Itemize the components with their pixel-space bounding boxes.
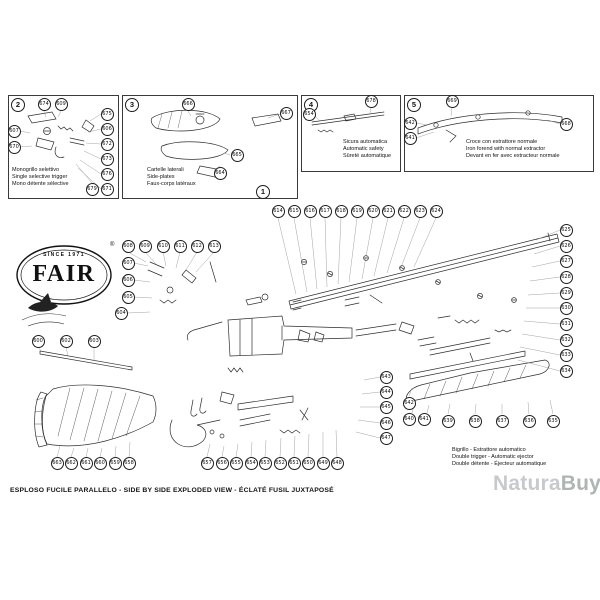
- part-callout-651: 651: [287, 456, 301, 470]
- part-callout-638: 638: [468, 414, 482, 428]
- part-callout-605: 605: [121, 290, 135, 304]
- inset-label-4: 4: [304, 98, 318, 112]
- part-callout-629: 629: [559, 286, 573, 300]
- part-callout-647: 647: [379, 431, 393, 445]
- part-callout-663: 663: [50, 456, 64, 470]
- part-callout-649: 649: [316, 456, 330, 470]
- inset-label-3: 3: [125, 98, 139, 112]
- note-line-en: Double trigger - Automatic ejector: [452, 454, 534, 461]
- part-callout-631: 631: [559, 317, 573, 331]
- fair-logo: SINCE 1971 FAIR ®: [14, 242, 118, 338]
- part-callout-642: 642: [402, 396, 416, 410]
- note-line-fr: Double détente - Éjecteur automatique: [452, 461, 547, 468]
- part-callout-658: 658: [122, 456, 136, 470]
- caption-forend-normal-extractor: Croce con estrattore normale Iron forend…: [466, 139, 560, 161]
- part-callout-621: 621: [381, 204, 395, 218]
- part-callout-662: 662: [64, 456, 78, 470]
- caption-line-fr: Faux-corps latéraux: [147, 181, 196, 188]
- part-callout-614: 614: [271, 204, 285, 218]
- part-callout-636: 636: [522, 414, 536, 428]
- part-callout-634: 634: [559, 364, 573, 378]
- caption-line-it: Sicura automatica: [343, 139, 388, 145]
- caption-line-fr: Sûreté automatique: [343, 153, 392, 160]
- part-callout-615: 615: [287, 204, 301, 218]
- part-callout-633: 633: [559, 348, 573, 362]
- note-double-trigger-ejector: Bigrillo - Estrattore automatico Double …: [452, 447, 546, 469]
- part-callout-655: 655: [229, 456, 243, 470]
- note-line-it: Bigrillo - Estrattore automatico: [452, 447, 526, 453]
- inset-label-2: 2: [11, 98, 25, 112]
- part-callout-652: 652: [273, 456, 287, 470]
- caption-line-it: Cartelle laterali: [147, 167, 184, 173]
- part-callout-611: 611: [173, 239, 187, 253]
- part-callout-620: 620: [366, 204, 380, 218]
- naturabuy-watermark: NaturaBuy: [493, 472, 600, 496]
- part-callout-609: 609: [138, 239, 152, 253]
- caption-line-it: Monogrillo selettivo: [12, 167, 60, 173]
- part-callout-656: 656: [215, 456, 229, 470]
- part-callout-661: 661: [79, 456, 93, 470]
- part-callout-612: 612: [190, 239, 204, 253]
- part-callout-644: 644: [379, 385, 393, 399]
- part-callout-639: 639: [441, 414, 455, 428]
- part-callout-630: 630: [559, 301, 573, 315]
- part-callout-619: 619: [350, 204, 364, 218]
- part-callout-625: 625: [559, 223, 573, 237]
- part-callout-613: 613: [207, 239, 221, 253]
- part-callout-627: 627: [559, 254, 573, 268]
- caption-line-en: Side-plates: [147, 174, 175, 181]
- caption-line-en: Automatic safety: [343, 146, 384, 153]
- part-callout-623: 623: [413, 204, 427, 218]
- part-callout-645: 645: [379, 400, 393, 414]
- caption-line-en: Iron forend with normal extractor: [466, 146, 546, 153]
- part-callout-653: 653: [258, 456, 272, 470]
- caption-line-it: Croce con estrattore normale: [466, 139, 538, 145]
- part-callout-643: 643: [379, 370, 393, 384]
- registered-trademark-icon: ®: [110, 242, 115, 248]
- part-callout-617: 617: [318, 204, 332, 218]
- part-callout-628: 628: [559, 270, 573, 284]
- logo-brand-text: FAIR: [32, 261, 96, 287]
- main-view-label-1: 1: [256, 185, 270, 199]
- part-callout-618: 618: [334, 204, 348, 218]
- diagram-title: ESPLOSO FUCILE PARALLELO - SIDE BY SIDE …: [10, 487, 334, 494]
- part-callout-607: 607: [121, 256, 135, 270]
- part-callout-632: 632: [559, 333, 573, 347]
- watermark-buy-text: Buy: [560, 472, 600, 495]
- part-callout-608: 608: [121, 239, 135, 253]
- caption-line-fr: Devant en fer avec extracteur normale: [466, 153, 560, 160]
- part-callout-648: 648: [330, 456, 344, 470]
- part-callout-635: 635: [546, 414, 560, 428]
- part-callout-616: 616: [303, 204, 317, 218]
- part-callout-624: 624: [429, 204, 443, 218]
- part-callout-626: 626: [559, 239, 573, 253]
- part-callout-659: 659: [108, 456, 122, 470]
- part-callout-654: 654: [244, 456, 258, 470]
- part-callout-660: 660: [93, 456, 107, 470]
- caption-automatic-safety: Sicura automatica Automatic safety Sûret…: [343, 139, 391, 161]
- part-callout-650: 650: [301, 456, 315, 470]
- part-callout-622: 622: [397, 204, 411, 218]
- logo-since-text: SINCE 1971: [43, 252, 85, 258]
- part-callout-606: 606: [121, 273, 135, 287]
- inset-label-5: 5: [407, 98, 421, 112]
- caption-line-en: Single selective trigger: [12, 174, 68, 181]
- caption-single-selective-trigger: Monogrillo selettivo Single selective tr…: [12, 167, 69, 189]
- part-callout-657: 657: [200, 456, 214, 470]
- caption-side-plates: Cartelle laterali Side-plates Faux-corps…: [147, 167, 196, 189]
- part-callout-646: 646: [379, 416, 393, 430]
- part-callout-640: 640: [402, 412, 416, 426]
- watermark-natura-text: Natura: [493, 472, 561, 495]
- part-callout-641: 641: [417, 412, 431, 426]
- part-callout-610: 610: [156, 239, 170, 253]
- caption-line-fr: Mono détente sélective: [12, 181, 69, 188]
- part-callout-637: 637: [495, 414, 509, 428]
